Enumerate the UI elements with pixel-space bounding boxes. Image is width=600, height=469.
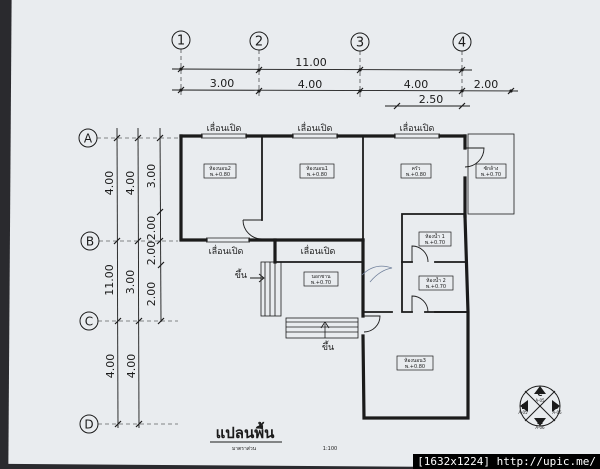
stair-up-label-bottom: ขึ้น xyxy=(322,340,334,353)
room-tags xyxy=(203,163,507,371)
door-swings xyxy=(242,147,485,333)
grid-label-col-3: 3 xyxy=(356,36,364,51)
section-ref-right: A-06 xyxy=(552,410,562,415)
window-label-2: เลื่อนเปิด xyxy=(298,121,333,134)
room-name-bedroom-1: ห้องนอน1 xyxy=(306,165,328,172)
room-level-laundry: พ.+0.70 xyxy=(481,172,501,178)
dim-line-left-inner xyxy=(137,127,140,429)
section-letter-left: B xyxy=(521,403,526,411)
dim-left-outer-3: 4.00 xyxy=(104,354,117,379)
dim-left-inner-3: 2.00 xyxy=(145,241,158,266)
section-ref-top: A-05 xyxy=(535,398,545,403)
dim-line-top-segments xyxy=(171,89,519,92)
room-level-bath-1: พ.+0.70 xyxy=(425,240,445,246)
plan-title: แปลนพื้น xyxy=(216,421,276,442)
dim-line-left-detail xyxy=(159,127,162,323)
grid-label-row-b: B xyxy=(86,235,94,249)
grid-label-col-2: 2 xyxy=(255,35,263,50)
dim-left-outer-1b: 4.00 xyxy=(124,171,137,196)
plan-scale-value: 1:100 xyxy=(323,446,337,452)
dim-left-outer-3b: 4.00 xyxy=(125,354,138,379)
dim-top-total: 11.00 xyxy=(295,56,327,69)
plan-scale-label: มาตราส่วน xyxy=(232,446,257,452)
window-label-1: เลื่อนเปิด xyxy=(207,121,242,134)
dim-line-left-outer xyxy=(116,127,119,429)
dim-left-outer-1: 4.00 xyxy=(103,171,116,196)
room-name-laundry: ซักล้าง xyxy=(484,165,499,172)
dim-line-top-total xyxy=(171,68,473,71)
section-letter-top: C xyxy=(537,390,542,398)
section-letter-right: D xyxy=(553,403,559,411)
dim-top-seg-2: 4.00 xyxy=(298,78,323,91)
pencil-scribble xyxy=(361,265,393,283)
window-label-4: เลื่อนเปิด xyxy=(209,244,244,257)
grid-label-row-a: A xyxy=(84,132,93,146)
section-letter-bottom: A xyxy=(537,418,543,426)
room-name-bath-2: ห้องน้ำ 2 xyxy=(426,275,446,284)
image-source-footer: [1632x1224] http://upic.me/ xyxy=(413,454,600,469)
room-name-bedroom-2: ห้องนอน2 xyxy=(209,165,231,172)
room-level-bedroom-3: พ.+0.80 xyxy=(405,364,425,370)
grid-label-row-c: C xyxy=(85,315,93,329)
room-name-porch: นอกชาน xyxy=(311,274,331,280)
dim-left-inner-1: 3.00 xyxy=(145,164,158,189)
stairs-left xyxy=(260,261,282,317)
section-ref-left: A-05 xyxy=(518,410,528,415)
grid-label-col-1: 1 xyxy=(177,34,185,49)
dim-left-total: 11.00 xyxy=(103,264,116,296)
section-marker xyxy=(519,385,561,427)
dim-top-seg-1: 3.00 xyxy=(210,77,235,90)
room-level-kitchen: พ.+0.80 xyxy=(406,172,426,178)
grid-label-row-d: D xyxy=(84,418,93,432)
room-level-bedroom-2: พ.+0.80 xyxy=(210,172,230,178)
dim-top-seg-3: 4.00 xyxy=(404,78,429,91)
room-name-kitchen: ครัว xyxy=(412,166,421,172)
stair-arrow-left xyxy=(250,273,265,283)
interior-walls xyxy=(261,135,469,313)
window-label-3: เลื่อนเปิด xyxy=(400,121,435,134)
room-level-porch: พ.+0.70 xyxy=(311,280,331,286)
window-label-5: เลื่อนเปิด xyxy=(301,244,336,257)
laundry-outline xyxy=(467,133,515,215)
section-ref-bottom: A-06 xyxy=(535,425,545,430)
stairs-bottom xyxy=(285,317,359,339)
stair-arrow-bottom xyxy=(320,321,330,329)
room-name-bath-1: ห้องน้ำ 1 xyxy=(425,231,445,240)
dim-top-sub: 2.50 xyxy=(419,93,444,106)
grid-label-col-4: 4 xyxy=(458,36,466,51)
room-level-bedroom-1: พ.+0.80 xyxy=(307,172,327,178)
dim-left-inner-4: 2.00 xyxy=(145,282,158,307)
window-marks xyxy=(201,133,440,243)
stair-up-label-left: ขึ้น xyxy=(235,268,247,281)
room-name-bedroom-3: ห้องนอน3 xyxy=(404,357,426,364)
dim-left-outer-2: 3.00 xyxy=(124,270,137,295)
dim-left-inner-2: 2.00 xyxy=(145,216,158,241)
room-level-bath-2: พ.+0.70 xyxy=(426,284,446,290)
dim-top-seg-4: 2.00 xyxy=(474,78,499,91)
